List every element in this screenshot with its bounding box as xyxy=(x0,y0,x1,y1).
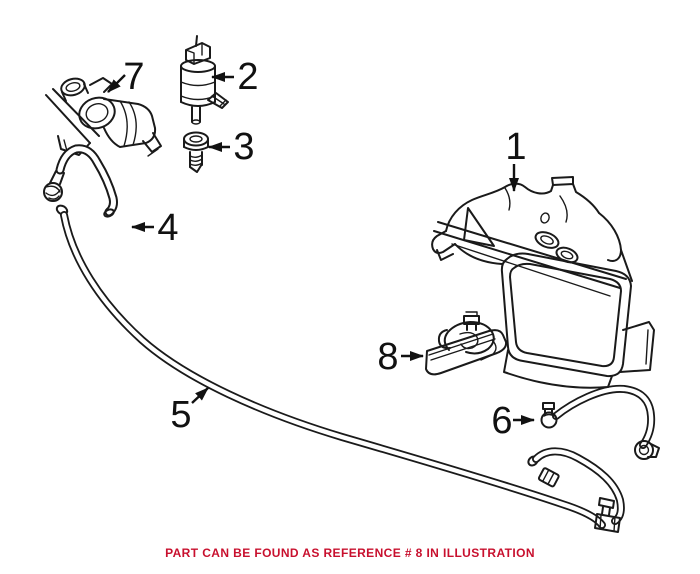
callout-3-label: 3 xyxy=(233,126,254,168)
callout-7-arrow xyxy=(107,74,126,93)
callout-5-arrow xyxy=(191,387,209,404)
part-3-screw xyxy=(183,131,209,173)
part-8-washer-nozzle xyxy=(425,311,508,376)
callout-4: 4 xyxy=(131,207,179,249)
callout-6-label: 6 xyxy=(491,400,512,442)
callout-3: 3 xyxy=(208,126,255,168)
callout-7: 7 xyxy=(107,56,145,98)
callout-5: 5 xyxy=(170,387,209,436)
part-7-headlight-washer-jet xyxy=(45,77,162,157)
callout-1-label: 1 xyxy=(505,126,526,168)
part-4-short-hose xyxy=(43,144,118,218)
callout-6: 6 xyxy=(491,400,535,442)
callout-8-label: 8 xyxy=(377,336,398,378)
part-1-washer-fluid-reservoir xyxy=(431,176,655,389)
callout-7-label: 7 xyxy=(123,56,144,98)
part-5-long-hose xyxy=(55,204,606,529)
part-6-elbow-hose xyxy=(540,384,660,460)
callout-8: 8 xyxy=(377,336,424,378)
part-2-washer-pump xyxy=(180,35,229,125)
reference-caption: PART CAN BE FOUND AS REFERENCE # 8 IN IL… xyxy=(165,546,535,560)
callout-2: 2 xyxy=(211,56,259,98)
callout-1: 1 xyxy=(505,126,527,192)
hook-hose-and-tee-fitting xyxy=(527,447,625,533)
callout-2-label: 2 xyxy=(237,56,258,98)
callout-5-label: 5 xyxy=(170,394,191,436)
callout-4-label: 4 xyxy=(157,207,178,249)
